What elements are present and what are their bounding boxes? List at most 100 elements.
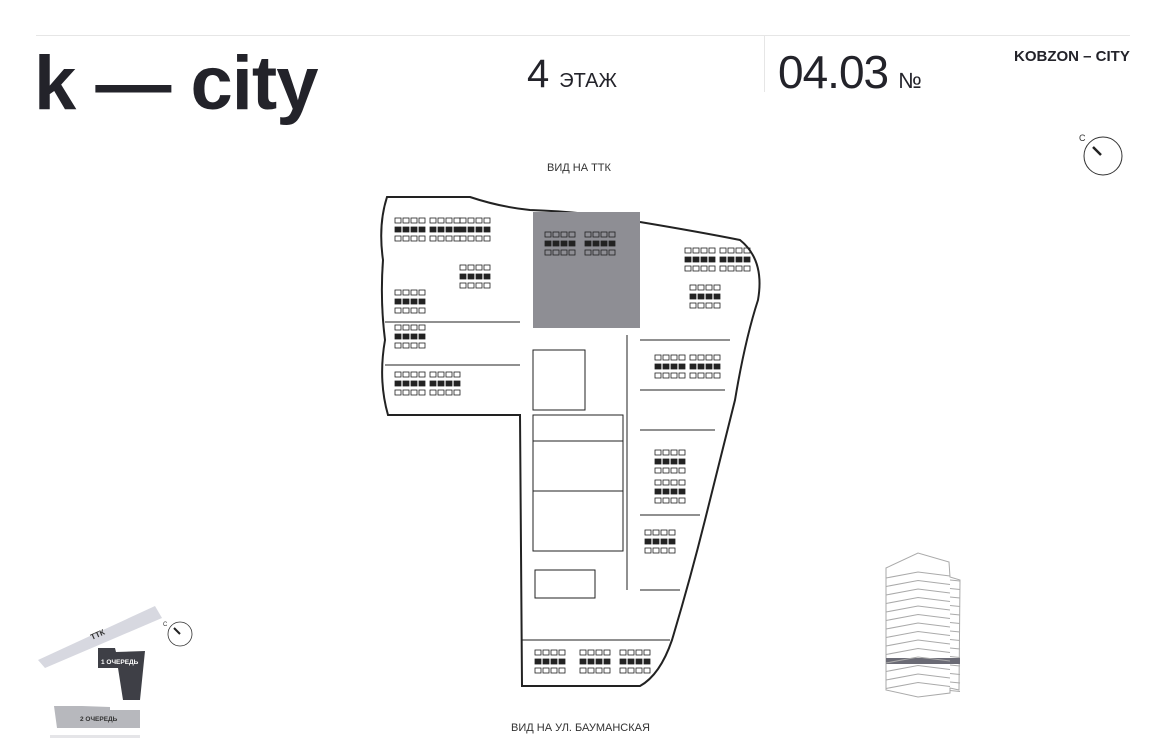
- desk: [552, 231, 560, 238]
- desk: [644, 538, 652, 545]
- desk: [735, 265, 743, 272]
- desk: [418, 333, 426, 340]
- desk: [445, 371, 453, 378]
- desk: [654, 458, 662, 465]
- floor-plan[interactable]: [380, 196, 761, 687]
- desk: [662, 449, 670, 456]
- desk: [459, 273, 467, 280]
- unit-highlight[interactable]: [533, 212, 640, 328]
- desk: [552, 249, 560, 256]
- desk: [678, 458, 686, 465]
- desk: [437, 389, 445, 396]
- desk: [654, 354, 662, 361]
- desk: [705, 372, 713, 379]
- desk: [670, 363, 678, 370]
- desk: [697, 372, 705, 379]
- desk: [579, 667, 587, 674]
- desk: [475, 226, 483, 233]
- desk: [619, 649, 627, 656]
- desk: [719, 247, 727, 254]
- desk: [467, 282, 475, 289]
- desk: [697, 302, 705, 309]
- desk: [608, 231, 616, 238]
- desk: [670, 458, 678, 465]
- floor-line: [885, 588, 961, 599]
- desk: [670, 479, 678, 486]
- floor-line: [885, 630, 961, 641]
- desk: [534, 667, 542, 674]
- desk: [654, 497, 662, 504]
- desk: [603, 658, 611, 665]
- desk: [418, 235, 426, 242]
- desk: [467, 235, 475, 242]
- desk: [713, 363, 721, 370]
- phase1-building: [98, 648, 145, 700]
- desk: [697, 354, 705, 361]
- desk: [705, 354, 713, 361]
- desk: [727, 265, 735, 272]
- compass-icon: С: [1079, 133, 1123, 176]
- desk: [579, 649, 587, 656]
- desk: [453, 380, 461, 387]
- desk: [643, 667, 651, 674]
- desk: [689, 363, 697, 370]
- desk: [429, 389, 437, 396]
- desk: [418, 324, 426, 331]
- desk: [459, 264, 467, 271]
- desk: [684, 247, 692, 254]
- desk: [402, 380, 410, 387]
- desk: [668, 547, 676, 554]
- desk: [689, 372, 697, 379]
- desk: [743, 256, 751, 263]
- desk: [429, 226, 437, 233]
- desk: [587, 667, 595, 674]
- desk: [459, 235, 467, 242]
- road: [38, 606, 162, 668]
- phase1-label: 1 ОЧЕРЕДЬ: [101, 659, 139, 666]
- desk: [437, 226, 445, 233]
- desk: [394, 235, 402, 242]
- desk: [587, 658, 595, 665]
- desk: [595, 658, 603, 665]
- floor-line: [885, 579, 961, 590]
- desk: [467, 264, 475, 271]
- desk: [708, 247, 716, 254]
- desk: [600, 231, 608, 238]
- desk: [603, 649, 611, 656]
- header-divider: [36, 35, 1130, 36]
- desk: [560, 249, 568, 256]
- desk: [544, 240, 552, 247]
- desk: [654, 449, 662, 456]
- desk: [558, 658, 566, 665]
- desk: [600, 249, 608, 256]
- brand-name: KOBZON – CITY: [1014, 48, 1130, 65]
- desk: [429, 371, 437, 378]
- desk: [713, 354, 721, 361]
- desk: [689, 302, 697, 309]
- desk: [697, 284, 705, 291]
- desk: [627, 667, 635, 674]
- svg-text:С: С: [163, 622, 168, 628]
- desk: [550, 649, 558, 656]
- desk: [394, 289, 402, 296]
- desk: [437, 371, 445, 378]
- phase2-label: 2 ОЧЕРЕДЬ: [80, 716, 118, 723]
- desk: [689, 284, 697, 291]
- desk: [678, 488, 686, 495]
- desk: [394, 380, 402, 387]
- desk: [475, 264, 483, 271]
- desk: [713, 284, 721, 291]
- desk: [445, 235, 453, 242]
- floor-line: [885, 681, 961, 692]
- desk: [550, 667, 558, 674]
- desk: [643, 649, 651, 656]
- logo: k — city: [34, 41, 318, 126]
- desk: [394, 307, 402, 314]
- desk: [668, 529, 676, 536]
- desk: [592, 240, 600, 247]
- desk: [410, 307, 418, 314]
- desk: [662, 363, 670, 370]
- desk: [700, 247, 708, 254]
